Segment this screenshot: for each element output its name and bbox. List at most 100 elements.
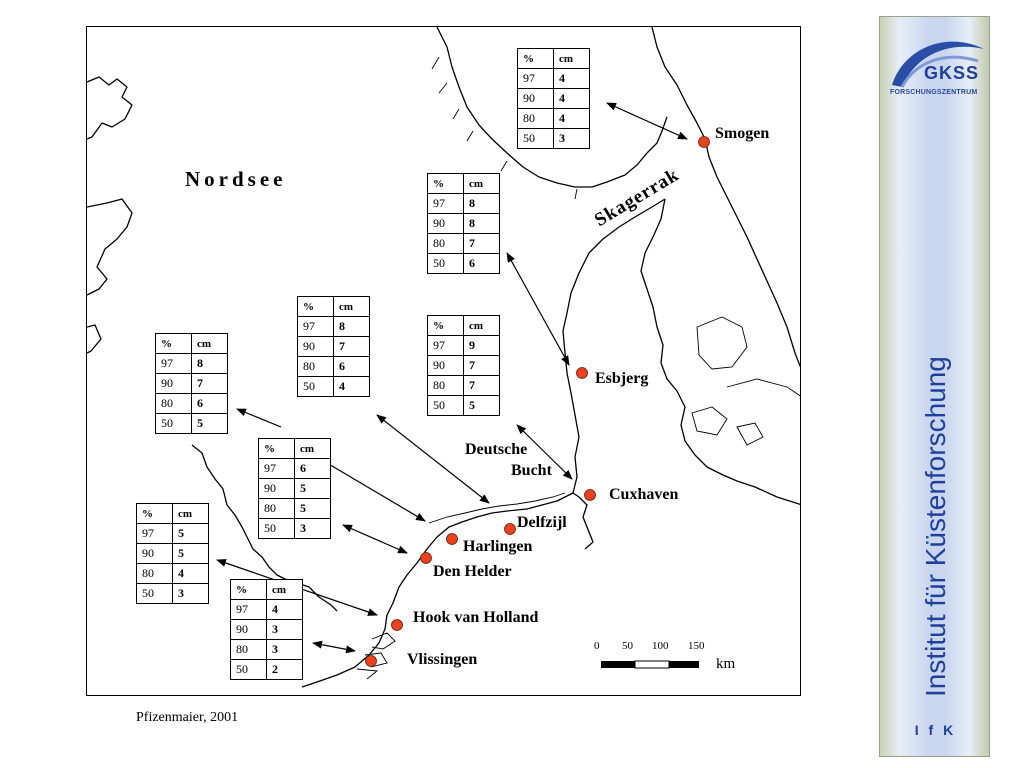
table-header-cell: cm [333,296,370,317]
value-cm-cell: 3 [294,518,331,539]
percentile-cell: 90 [136,543,173,564]
station-label-harlingen: Harlingen [463,538,533,555]
percentile-cell: 80 [427,233,464,254]
value-cm-cell: 8 [333,316,370,337]
value-cm-cell: 6 [463,253,500,274]
percentile-cell: 97 [427,335,464,356]
coastline-map [87,27,800,688]
bight-label-2: Bucht [511,462,552,479]
value-cm-cell: 5 [294,498,331,519]
value-cm-cell: 4 [553,88,590,109]
percentile-cell: 80 [155,393,192,414]
value-cm-cell: 7 [333,336,370,357]
value-cm-cell: 3 [553,128,590,149]
value-cm-cell: 3 [172,583,209,604]
value-cm-cell: 6 [333,356,370,377]
value-cm-cell: 6 [191,393,228,414]
table-header-cell: % [155,333,192,354]
value-cm-cell: 7 [463,355,500,376]
table-header-cell: cm [553,48,590,69]
institute-name: Institut für Küstenforschung [920,356,951,697]
percentile-cell: 80 [230,639,267,660]
percentile-cell: 50 [427,253,464,274]
value-cm-cell: 4 [553,68,590,89]
percentile-cell: 97 [136,523,173,544]
value-cm-cell: 2 [266,659,303,680]
table-header-cell: cm [266,579,303,600]
value-cm-cell: 8 [463,213,500,234]
table-header-cell: cm [463,173,500,194]
station-dot-hook-van-holland [391,619,403,631]
station-dot-esbjerg [576,367,588,379]
percentile-cell: 80 [297,356,334,377]
percentile-cell: 50 [517,128,554,149]
sea-label: Nordsee [185,167,287,191]
table-header-cell: cm [191,333,228,354]
citation: Pfizenmaier, 2001 [136,710,239,725]
percentile-cell: 97 [155,353,192,374]
percentile-cell: 50 [136,583,173,604]
percentile-cell: 80 [427,375,464,396]
table-header-cell: % [427,173,464,194]
percentile-cell: 97 [258,458,295,479]
station-label-smogen: Smogen [715,125,770,142]
percentile-cell: 90 [258,478,295,499]
percentile-cell: 97 [517,68,554,89]
station-label-delfzijl: Delfzijl [517,514,567,531]
percentile-cell: 90 [427,213,464,234]
table-header-cell: % [427,315,464,336]
station-label-vlissingen: Vlissingen [407,651,478,668]
percentile-cell: 50 [427,395,464,416]
station-label-den-helder: Den Helder [433,563,512,580]
percentile-cell: 80 [517,108,554,129]
station-dot-harlingen [446,533,458,545]
table-header-cell: % [258,438,295,459]
value-cm-cell: 9 [463,335,500,356]
percentile-cell: 50 [297,376,334,397]
percentile-cell: 90 [230,619,267,640]
station-label-hook-van-holland: Hook van Holland [413,609,539,626]
station-dot-smogen [698,136,710,148]
value-cm-cell: 5 [172,543,209,564]
logo-text: GKSS [924,63,980,83]
value-cm-cell: 5 [294,478,331,499]
scale-bar [601,660,699,669]
institute-abbrev: I f K [914,722,957,738]
value-cm-cell: 3 [266,619,303,640]
percentile-cell: 80 [136,563,173,584]
percentile-cell: 90 [517,88,554,109]
bight-label-1: Deutsche [465,441,528,458]
station-dot-cuxhaven [584,489,596,501]
table-header-cell: % [136,503,173,524]
value-cm-cell: 4 [553,108,590,129]
percentile-cell: 97 [427,193,464,214]
value-cm-cell: 7 [463,375,500,396]
map-frame: Nordsee Skagerrak Deutsche Bucht Smogen … [86,26,801,696]
gkss-logo-icon [892,41,984,88]
value-cm-cell: 4 [172,563,209,584]
value-cm-cell: 5 [463,395,500,416]
percentile-cell: 80 [258,498,295,519]
percentile-cell: 97 [297,316,334,337]
station-dot-delfzijl [504,523,516,535]
percentile-cell: 50 [230,659,267,680]
value-cm-cell: 7 [191,373,228,394]
percentile-cell: 50 [258,518,295,539]
station-label-cuxhaven: Cuxhaven [609,486,679,503]
value-cm-cell: 5 [172,523,209,544]
scale-tick-50: 50 [622,640,633,652]
scale-tick-100: 100 [652,640,669,652]
value-cm-cell: 6 [294,458,331,479]
percentile-cell: 97 [230,599,267,620]
institute-sidebar: GKSS FORSCHUNGSZENTRUM Institut für Küst… [879,16,990,757]
percentile-cell: 90 [427,355,464,376]
station-label-esbjerg: Esbjerg [595,370,649,387]
table-header-cell: cm [172,503,209,524]
logo-subtext: FORSCHUNGSZENTRUM [890,89,978,96]
